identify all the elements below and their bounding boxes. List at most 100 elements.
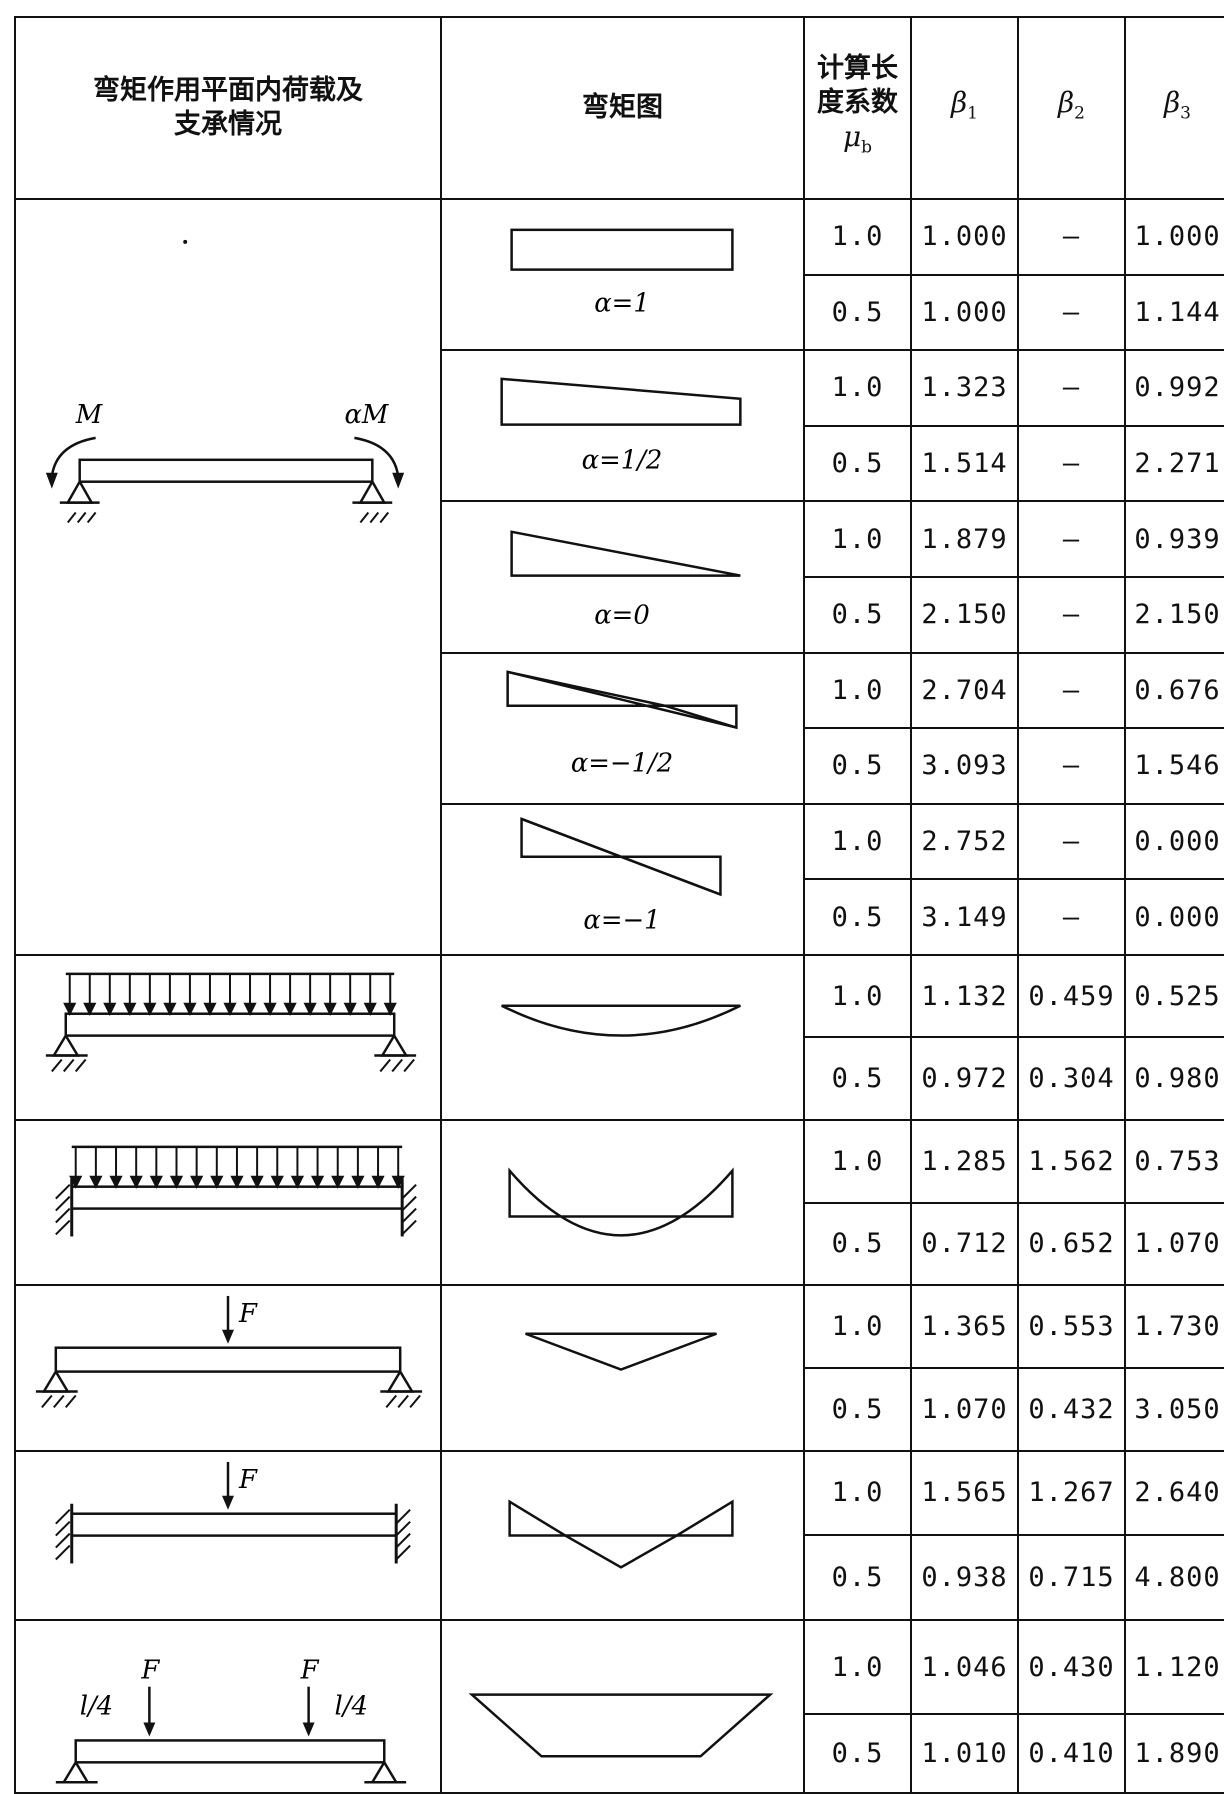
beta1-cell: 3.149 [910, 878, 1019, 956]
header-length-coef-line2: 度系数 [817, 86, 898, 118]
beta1-cell: 2.150 [910, 575, 1019, 654]
mu-cell: 1.0 [803, 802, 912, 881]
table-row: 0.5 0.938 0.715 4.800 [15, 1534, 1224, 1621]
table-row: 1.0 1.132 0.459 0.525 [14, 953, 1224, 1122]
table-row: α=0 1.0 1.879 — 0.939 [15, 500, 1224, 654]
moment-diagram-alpha-neg-1: α=−1 [440, 802, 805, 956]
beta2-cell: 0.715 [1017, 1534, 1126, 1621]
two-point-beam-diagram: F F l/4 l/4 [55, 1655, 407, 1784]
beta1-cell: 2.704 [910, 651, 1019, 730]
beta3-cell: 2.271 [1124, 424, 1224, 503]
mu-cell: 0.5 [803, 1201, 912, 1287]
beta1-cell: 0.972 [910, 1036, 1019, 1122]
mu-cell: 1.0 [803, 953, 912, 1039]
mu-cell: 1.0 [803, 1449, 912, 1537]
beta2-cell: — [1017, 198, 1126, 276]
table-row: α=−1/2 1.0 2.704 — 0.676 [15, 651, 1224, 805]
beta3-cell: 1.070 [1124, 1201, 1224, 1287]
mu-cell: 0.5 [803, 1534, 912, 1621]
table-row: F 1.0 1.565 1.267 2.640 [14, 1449, 1224, 1621]
header-beta2: β2 [1017, 16, 1126, 200]
udl-pinned-beam-diagram [45, 972, 417, 1072]
beta2-cell: — [1017, 651, 1126, 730]
beta3-cell: 0.980 [1124, 1036, 1224, 1122]
alpha-label: α=1/2 [582, 446, 663, 476]
beta2-cell: — [1017, 878, 1126, 956]
mu-cell: 1.0 [803, 1119, 912, 1204]
beta3-cell: 2.640 [1124, 1449, 1224, 1537]
beta1-cell: 1.285 [910, 1119, 1019, 1204]
beta2-cell: — [1017, 500, 1126, 578]
point-load-label: F [238, 1299, 258, 1329]
mu-cell: 0.5 [803, 424, 912, 503]
header-moment-diagram: 弯矩图 [440, 16, 805, 200]
quarter-span-label-left: l/4 [80, 1691, 113, 1721]
table-row: 0.5 1.514 — 2.271 [15, 424, 1224, 503]
beta2-cell: — [1017, 575, 1126, 654]
header-length-coef-symbol: μb [842, 119, 873, 158]
beta3-cell: 2.150 [1124, 575, 1224, 654]
mu-cell: 1.0 [803, 1618, 912, 1716]
beta3-cell: 0.525 [1124, 953, 1224, 1039]
beta1-cell: 1.323 [910, 349, 1019, 427]
moment-label-left: M [75, 400, 104, 430]
beta3-cell: 1.000 [1124, 198, 1224, 276]
mu-cell: 1.0 [803, 651, 912, 730]
load-case-point-fixed: F [14, 1449, 442, 1621]
moment-diagram-alpha-1: α=1 [440, 197, 805, 352]
table-row: 0.5 1.000 — 1.144 [15, 273, 1224, 352]
load-case-end-moments: M αM [14, 198, 442, 956]
beta2-cell: — [1017, 349, 1126, 427]
moment-diagram-alpha-0: α=0 [440, 500, 805, 654]
moment-diagram-udl-pinned [440, 953, 805, 1122]
table-row: 0.5 3.093 — 1.546 [15, 727, 1224, 805]
mu-cell: 0.5 [803, 273, 912, 352]
beta3-cell: 0.000 [1124, 802, 1224, 881]
quarter-span-label-right: l/4 [334, 1691, 367, 1721]
beta3-cell: 1.144 [1124, 273, 1224, 352]
load-case-point-pinned: F [14, 1284, 442, 1452]
table-row: α=1/2 1.0 1.323 — 0.992 [15, 349, 1224, 503]
beta2-cell: — [1017, 273, 1126, 352]
header-load-case-line1: 弯矩作用平面内荷载及 [93, 75, 363, 106]
beta3-cell: 0.939 [1124, 500, 1224, 578]
table-row: 0.5 0.972 0.304 0.980 [15, 1036, 1224, 1122]
beta2-cell: 0.459 [1017, 953, 1126, 1039]
table-row: F F l/4 l/4 1.0 1.046 0.430 1.12 [14, 1618, 1224, 1794]
beta2-cell: — [1017, 802, 1126, 881]
beta3-cell: 1.546 [1124, 727, 1224, 805]
beta3-cell: 4.800 [1124, 1534, 1224, 1621]
beta1-cell: 1.132 [910, 953, 1019, 1039]
beta1-cell: 1.000 [910, 198, 1019, 276]
point-load-label-left: F [140, 1655, 160, 1685]
beta1-cell: 1.010 [910, 1713, 1019, 1794]
mu-cell: 0.5 [803, 727, 912, 805]
beta1-cell: 2.752 [910, 802, 1019, 881]
alpha-label: α=−1 [583, 905, 660, 935]
beta3-cell: 3.050 [1124, 1366, 1224, 1452]
header-beta1: β1 [910, 16, 1019, 200]
beta2-cell: 0.430 [1017, 1618, 1126, 1716]
beta3-cell: 0.676 [1124, 651, 1224, 730]
beta2-cell: 1.562 [1017, 1119, 1126, 1204]
beta1-cell: 0.712 [910, 1201, 1019, 1287]
beta2-cell: 1.267 [1017, 1449, 1126, 1537]
beta1-cell: 1.046 [910, 1618, 1019, 1716]
alpha-label: α=1 [594, 288, 650, 318]
beta2-cell: — [1017, 727, 1126, 805]
table-row: M αM α=1 1.0 1.000 — 1.000 [14, 197, 1224, 956]
point-load-label-right: F [300, 1655, 320, 1685]
header-beta3: β3 [1124, 16, 1224, 200]
beta1-cell: 0.938 [910, 1534, 1019, 1621]
udl-fixed-beam-diagram [55, 1145, 417, 1237]
beta2-cell: 0.652 [1017, 1201, 1126, 1287]
table-row: 0.5 1.070 0.432 3.050 [15, 1366, 1224, 1452]
point-pinned-beam-diagram: F [35, 1296, 423, 1409]
header-load-case-line2: 支承情况 [174, 109, 282, 140]
alpha-label: α=0 [594, 601, 650, 631]
beta1-cell: 1.879 [910, 500, 1019, 578]
end-moment-beam-diagram: M αM [45, 239, 405, 523]
moment-diagram-udl-fixed [440, 1119, 805, 1287]
coefficient-table: 弯矩作用平面内荷载及 支承情况 弯矩图 计算长 度系数 μb β1 β2 β3 [14, 16, 1224, 1794]
